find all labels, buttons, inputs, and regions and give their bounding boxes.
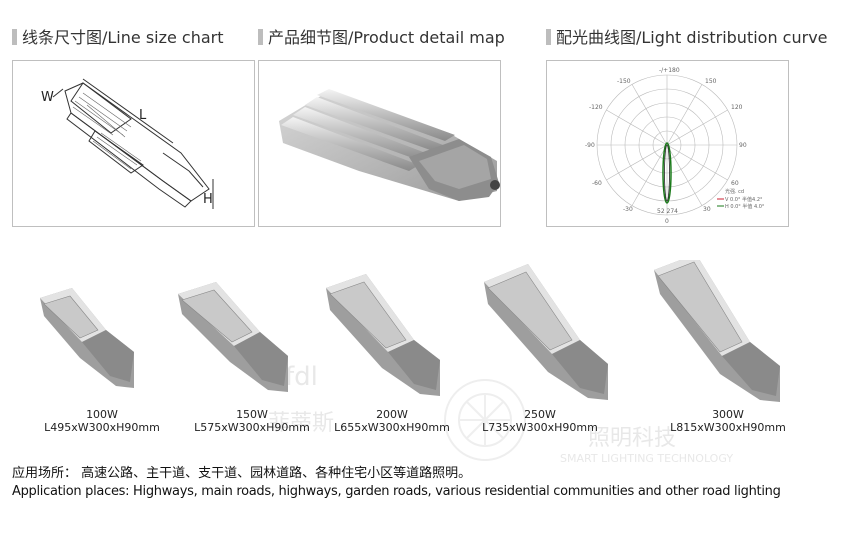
dimension-label-l: L [139, 108, 147, 123]
application-places-cn: 应用场所： 高速公路、主干道、支干道、园林道路、各种住宅小区等道路照明。 [12, 466, 472, 481]
product-power: 300W [712, 408, 744, 421]
section-title-product-detail: 产品细节图/Product detail map [258, 24, 505, 48]
angle-label-neg60: -60 [592, 180, 602, 187]
watermark-cn-text-2: 照明科技 [588, 426, 677, 451]
product-image-200w [322, 260, 482, 410]
product-detail-panel [258, 60, 501, 227]
product-dimensions: L575xW300xH90mm [194, 421, 310, 434]
watermark-en-text: SMART LIGHTING TECHNOLOGY [560, 452, 734, 465]
section-title-line-size: 线条尺寸图/Line size chart [12, 24, 224, 48]
distribution-curve-v [662, 142, 672, 204]
application-places-en: Application places: Highways, main roads… [12, 484, 781, 499]
product-dimensions: L655xW300xH90mm [334, 421, 450, 434]
light-curve-panel: -/+180 -150 150 -120 120 -90 90 -60 60 -… [546, 60, 789, 227]
product-caption-150w: 150W L575xW300xH90mm [172, 408, 332, 434]
product-dimensions: L495xW300xH90mm [44, 421, 160, 434]
legend-line-1: 光强. cd [725, 188, 744, 195]
legend-line-2: V 0.0° 半值4.2° [725, 196, 763, 203]
distribution-curve-h [664, 144, 670, 202]
watermark-logo-text: fdl [285, 362, 318, 392]
watermark-cn-text-1: 菲蒂斯 [268, 411, 335, 436]
product-image-150w [172, 260, 332, 410]
dimension-label-w: W [41, 90, 54, 105]
product-power: 250W [524, 408, 556, 421]
angle-label-neg150: -150 [617, 78, 631, 85]
angle-label-90: 90 [739, 142, 747, 149]
angle-label-neg90: -90 [585, 142, 595, 149]
product-detail-image [279, 89, 500, 201]
product-power: 200W [376, 408, 408, 421]
product-dimensions: L815xW300xH90mm [670, 421, 786, 434]
product-caption-250w: 250W L735xW300xH90mm [460, 408, 620, 434]
product-caption-300w: 300W L815xW300xH90mm [648, 408, 808, 434]
product-image-300w [650, 260, 810, 410]
line-size-panel: W L H [12, 60, 255, 227]
watermark-emblem [444, 379, 526, 461]
angle-label-150: 150 [705, 78, 717, 85]
product-dimensions: L735xW300xH90mm [482, 421, 598, 434]
angle-label-neg120: -120 [589, 104, 603, 111]
legend-line-3: H 0.0° 半值 4.0° [725, 203, 765, 210]
polar-chart: -/+180 -150 150 -120 120 -90 90 -60 60 -… [585, 67, 765, 225]
angle-label-30: 30 [703, 206, 711, 213]
product-image-250w [480, 260, 640, 410]
angle-label-neg30: -30 [623, 206, 633, 213]
dimension-label-h: H [203, 192, 213, 207]
product-power: 100W [86, 408, 118, 421]
angle-label-180: -/+180 [659, 67, 680, 74]
product-power: 150W [236, 408, 268, 421]
line-size-drawing: W L H [41, 78, 214, 209]
product-caption-100w: 100W L495xW300xH90mm [22, 408, 182, 434]
product-image-100w [22, 260, 182, 410]
product-caption-200w: 200W L655xW300xH90mm [312, 408, 472, 434]
angle-label-0: 0 [665, 218, 669, 225]
angle-label-60: 60 [731, 180, 739, 187]
angle-label-120: 120 [731, 104, 743, 111]
center-value: 52 274 [657, 208, 678, 215]
section-title-light-curve: 配光曲线图/Light distribution curve [546, 24, 828, 48]
